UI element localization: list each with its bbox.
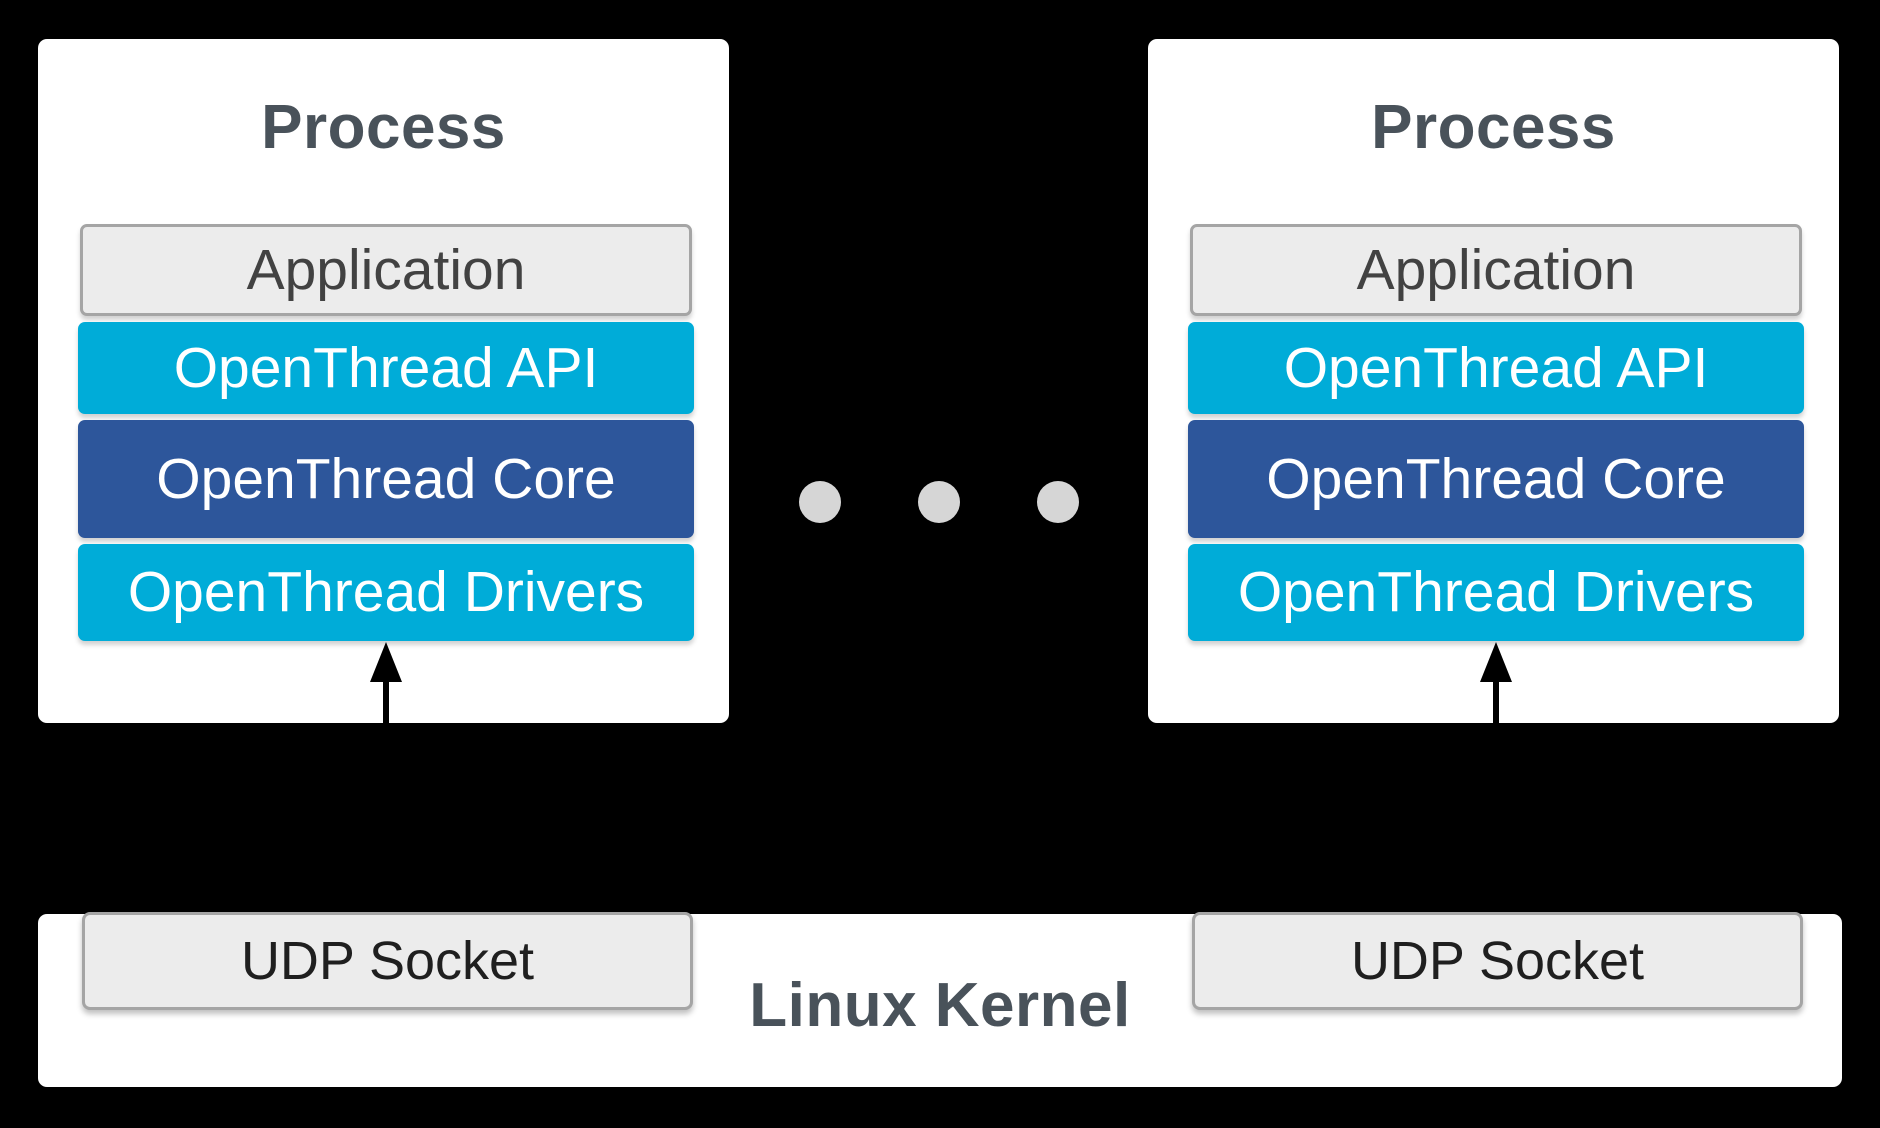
- ellipsis-dot: [1037, 481, 1079, 523]
- layer-application: Application: [80, 224, 692, 316]
- process-box-right: Process Application OpenThread API OpenT…: [1148, 39, 1839, 723]
- layer-application: Application: [1190, 224, 1802, 316]
- ellipsis-dots: [799, 481, 1079, 523]
- layer-openthread-api: OpenThread API: [1188, 322, 1804, 414]
- layer-openthread-drivers: OpenThread Drivers: [78, 544, 694, 641]
- udp-socket-left: UDP Socket: [82, 912, 693, 1010]
- layer-openthread-core: OpenThread Core: [78, 420, 694, 538]
- process-title: Process: [261, 93, 506, 162]
- process-box-left: Process Application OpenThread API OpenT…: [38, 39, 729, 723]
- up-arrow-icon: [368, 642, 404, 723]
- layer-openthread-api: OpenThread API: [78, 322, 694, 414]
- linux-kernel-label: Linux Kernel: [749, 971, 1131, 1040]
- process-title: Process: [1371, 93, 1616, 162]
- ellipsis-dot: [799, 481, 841, 523]
- ellipsis-dot: [918, 481, 960, 523]
- layer-openthread-drivers: OpenThread Drivers: [1188, 544, 1804, 641]
- layer-openthread-core: OpenThread Core: [1188, 420, 1804, 538]
- udp-socket-right: UDP Socket: [1192, 912, 1803, 1010]
- up-arrow-icon: [1478, 642, 1514, 723]
